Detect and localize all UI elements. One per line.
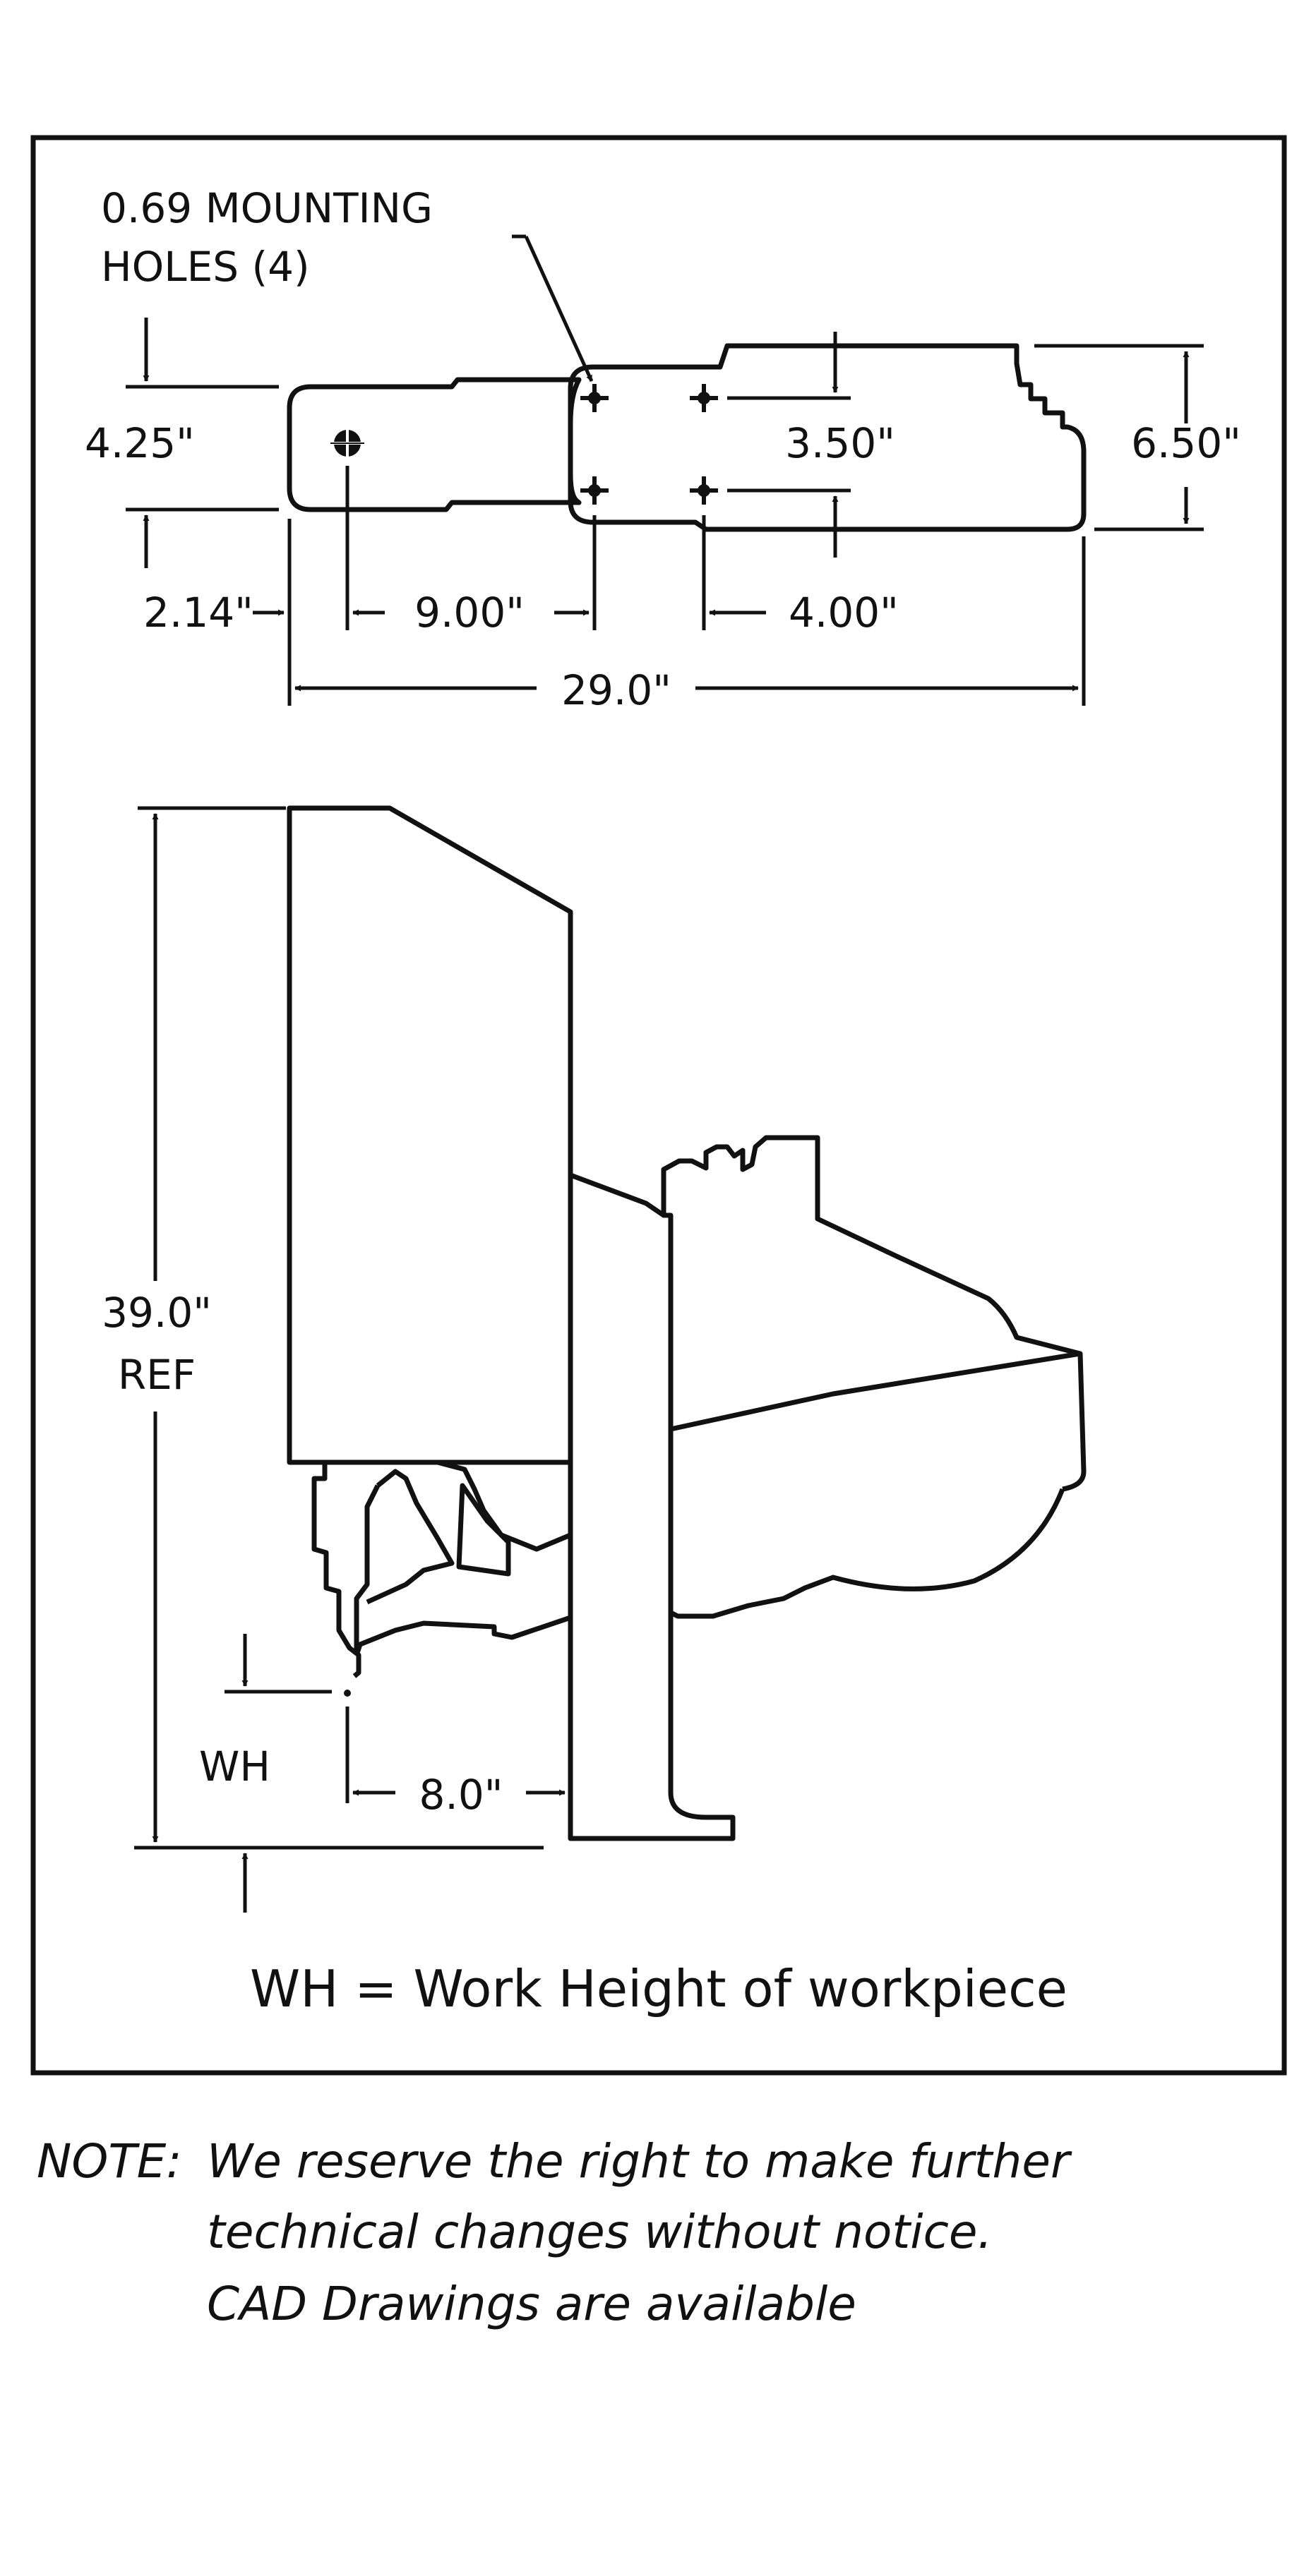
side-gripper-bracket xyxy=(456,1483,511,1577)
side-lower-linkage xyxy=(437,1459,572,1552)
dim-hole-spacing-horizontal: 4.00" xyxy=(789,589,899,637)
dim-hole-spacing-vertical: 3.50" xyxy=(785,419,895,467)
mounting-holes xyxy=(580,384,718,505)
legend-work-height: WH = Work Height of workpiece xyxy=(250,1959,1067,2018)
side-support-plate xyxy=(568,1175,736,1841)
dim-reach: 8.0" xyxy=(419,1771,503,1819)
side-dimension-lines xyxy=(134,806,566,1913)
side-column xyxy=(287,805,573,1465)
mounting-hole xyxy=(690,384,718,412)
plan-view xyxy=(287,343,1087,532)
dim-overall-length: 29.0" xyxy=(561,666,671,714)
pivot-symbol xyxy=(330,429,364,457)
side-motor xyxy=(669,1488,1065,1619)
mounting-hole xyxy=(580,384,609,412)
note-line2: technical changes without notice. xyxy=(207,2205,993,2259)
note-label: NOTE: xyxy=(37,2134,182,2189)
dim-right-height: 6.50" xyxy=(1131,419,1241,467)
gripper-tip xyxy=(344,1690,351,1697)
mounting-hole xyxy=(690,476,718,505)
dim-left-offset: 2.14" xyxy=(143,589,253,637)
mounting-hole xyxy=(580,476,609,505)
mounting-holes-callout-line1: 0.69 MOUNTING xyxy=(101,184,433,232)
side-gripper xyxy=(311,1462,361,1678)
side-view-labels: 39.0" REF WH 8.0" xyxy=(102,1289,503,1819)
side-gripper-inner xyxy=(354,1469,455,1651)
plan-dimension-lines xyxy=(126,234,1204,706)
side-wedge xyxy=(670,1351,1087,1492)
dim-pivot-to-holes: 9.00" xyxy=(414,589,525,637)
side-view xyxy=(287,805,1087,1841)
drawing-frame xyxy=(30,135,1287,2076)
mounting-holes-callout-line2: HOLES (4) xyxy=(101,243,310,291)
dim-overall-height-ref: REF xyxy=(118,1351,196,1399)
note-line3: CAD Drawings are available xyxy=(207,2277,856,2331)
plan-mounting-body xyxy=(568,343,1087,532)
plan-view-labels: 0.69 MOUNTING HOLES (4) 4.25" 3.50" 6.50… xyxy=(85,184,1241,714)
side-linkage-arm xyxy=(354,1615,572,1656)
side-upper-housing xyxy=(569,1135,1081,1356)
dim-overall-height: 39.0" xyxy=(102,1289,212,1337)
plan-left-arm xyxy=(287,377,582,512)
dim-work-height-label: WH xyxy=(199,1743,270,1790)
note-line1: We reserve the right to make further xyxy=(207,2134,1070,2189)
dim-left-height: 4.25" xyxy=(85,419,195,467)
